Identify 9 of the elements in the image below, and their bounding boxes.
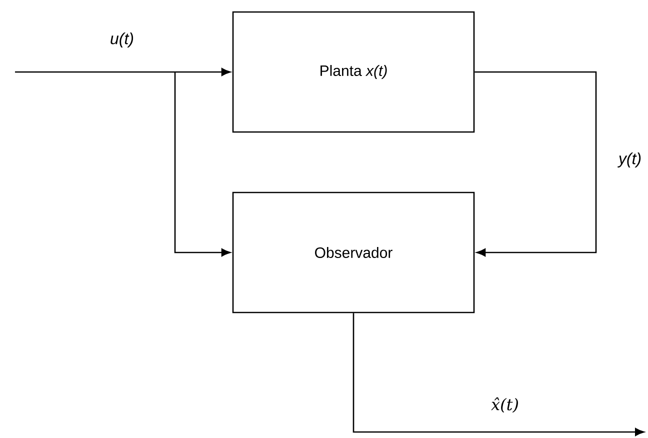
block-box: Planta x(t) bbox=[232, 11, 475, 133]
edge-label: u(t) bbox=[109, 32, 135, 48]
arrow bbox=[174, 72, 231, 256]
edge-label: x̂(t) bbox=[490, 396, 520, 414]
arrow bbox=[352, 313, 644, 436]
edge-label: y(t) bbox=[617, 152, 643, 168]
arrow bbox=[474, 71, 597, 256]
block-box: Observador bbox=[232, 192, 475, 314]
arrow bbox=[15, 68, 231, 76]
